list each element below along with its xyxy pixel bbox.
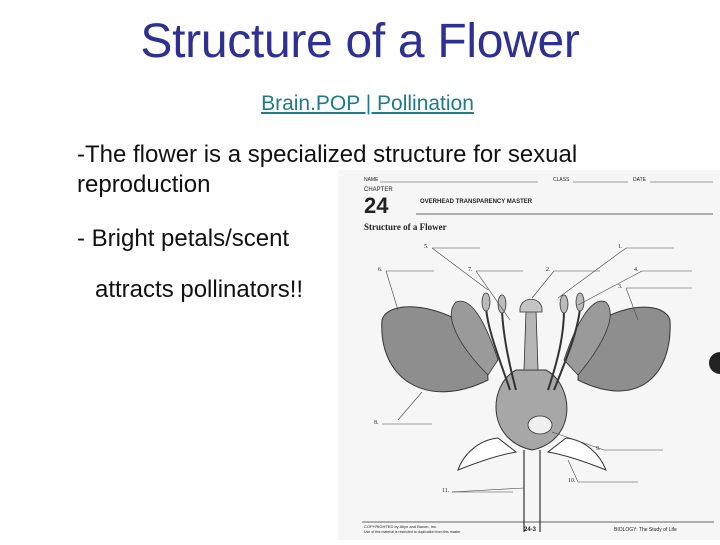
anther-left: [481, 292, 491, 312]
filament-left-2: [501, 309, 517, 391]
ws-label-5: 5.: [424, 244, 429, 250]
bullet-flower-structure: -The flower is a specialized structure f…: [77, 141, 578, 198]
ws-date-label: DATE: [633, 177, 647, 183]
ws-name-label: NAME: [364, 177, 379, 183]
right-inner-petal: [563, 300, 611, 376]
anther-right: [559, 294, 569, 314]
ws-chapter-number: 24: [364, 193, 389, 218]
bullet-bright-petals: - Bright petals/scent: [77, 225, 290, 252]
ws-chapter-label: CHAPTER: [364, 187, 393, 193]
ws-footer-book: BIOLOGY: The Study of Life: [614, 527, 677, 533]
filament-left: [485, 307, 511, 391]
ws-label-1: 1.: [618, 244, 623, 250]
style: [523, 309, 539, 371]
anther-left-2: [497, 294, 507, 314]
ws-label-8: 8.: [374, 420, 379, 426]
pollination-video-link[interactable]: Brain.POP | Pollination: [261, 92, 474, 115]
ws-label-2: 2.: [546, 267, 551, 273]
ws-label-7: 7.: [468, 267, 473, 273]
filament-right: [547, 309, 565, 391]
ws-label-10: 10.: [568, 478, 576, 484]
sepal-left: [457, 437, 518, 471]
scan-edge-mark: [709, 352, 720, 374]
filament-right-2: [553, 307, 581, 391]
slide-title: Structure of a Flower: [140, 15, 580, 68]
ws-class-label: CLASS: [553, 177, 570, 183]
sepal-right: [546, 437, 607, 471]
left-inner-petal: [451, 300, 499, 376]
stem: [523, 450, 541, 532]
ws-header: OVERHEAD TRANSPARENCY MASTER: [420, 199, 533, 205]
ws-footer-note: Use of this material is restricted to du…: [364, 530, 461, 534]
bullet-attracts-pollinators: attracts pollinators!!: [95, 276, 304, 303]
ovule: [527, 415, 553, 435]
ws-label-11: 11.: [442, 488, 450, 494]
leader-lines: [385, 247, 643, 493]
ws-page-number: 24-3: [524, 527, 537, 533]
ws-label-6: 6.: [378, 267, 383, 273]
stigma: [519, 298, 543, 313]
ws-subtitle: Structure of a Flower: [364, 222, 447, 232]
ws-footer-copyright: COPYRIGHTED by Allyn and Bacon, Inc.: [364, 524, 437, 529]
ws-label-4: 4.: [634, 267, 639, 273]
flower-diagram-worksheet: NAME CLASS DATE CHAPTER 24 OVERHEAD TRAN…: [338, 170, 720, 540]
ws-label-9: 9.: [596, 446, 601, 452]
ws-label-3: 3.: [618, 284, 623, 290]
flower-diagram: NAME CLASS DATE CHAPTER 24 OVERHEAD TRAN…: [362, 177, 714, 534]
anther-right-2: [575, 292, 585, 312]
